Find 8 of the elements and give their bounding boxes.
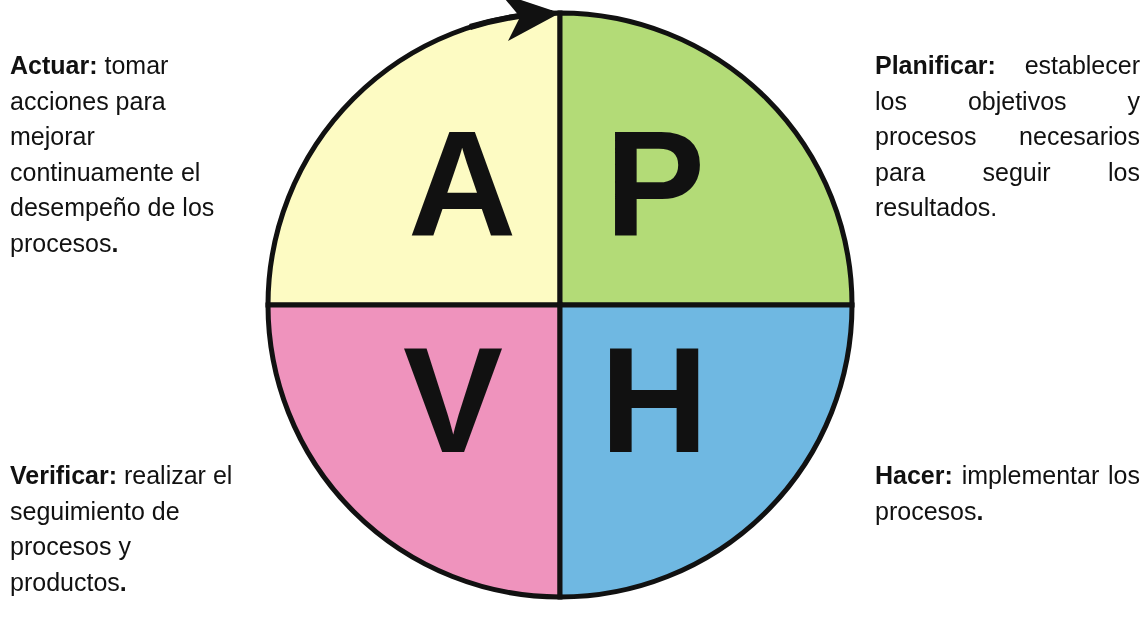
- description-text: Actuar: tomar acciones para mejorar continuamente el desempeño de los procesos.: [10, 50, 216, 259]
- description-text: Hacer: implementar los procesos.: [875, 460, 1140, 527]
- quadrant-letter: P: [605, 108, 706, 258]
- quadrant-letter: H: [600, 325, 709, 475]
- description-text: Planificar: establecer los objetivos y procesos necesarios para seguir los resultados.: [875, 50, 1140, 223]
- quadrant-letter: A: [408, 108, 517, 258]
- quadrant-letter: V: [403, 325, 504, 475]
- description-text: Verificar: realizar el seguimiento de procesos y productos.: [10, 460, 234, 598]
